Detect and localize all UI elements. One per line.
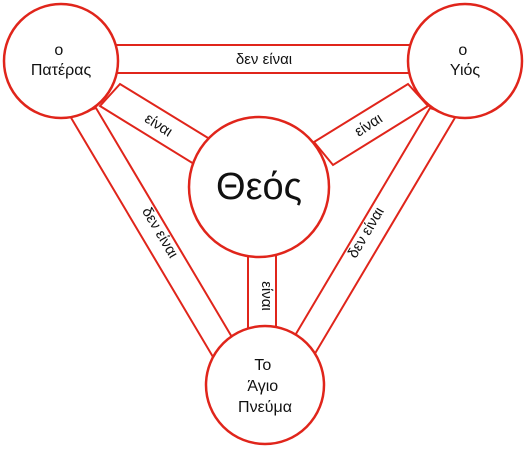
node-father-line-2: Πατέρας [31, 62, 92, 79]
node-son-line-1: ο [458, 42, 467, 59]
node-spirit-line-2: Άγιο [247, 378, 278, 395]
node-god-label: Θεός [216, 166, 302, 208]
node-son-label: ο Υιός [450, 42, 481, 79]
node-father-circle [2, 2, 120, 120]
node-spirit-circle [204, 324, 326, 446]
node-son-circle [406, 2, 524, 120]
link-label-spirit-god: είναι [258, 281, 275, 311]
node-father-line-1: ο [54, 42, 63, 59]
node-son-line-2: Υιός [450, 62, 481, 79]
node-spirit-line-1: Το [254, 357, 271, 374]
node-father-label: ο Πατέρας [31, 42, 92, 79]
link-label-father-son: δεν είναι [236, 51, 292, 68]
node-spirit-line-3: Πνεύμα [238, 399, 292, 416]
node-god-circle [187, 115, 331, 259]
node-spirit-label: Το Άγιο Πνεύμα [238, 357, 292, 416]
